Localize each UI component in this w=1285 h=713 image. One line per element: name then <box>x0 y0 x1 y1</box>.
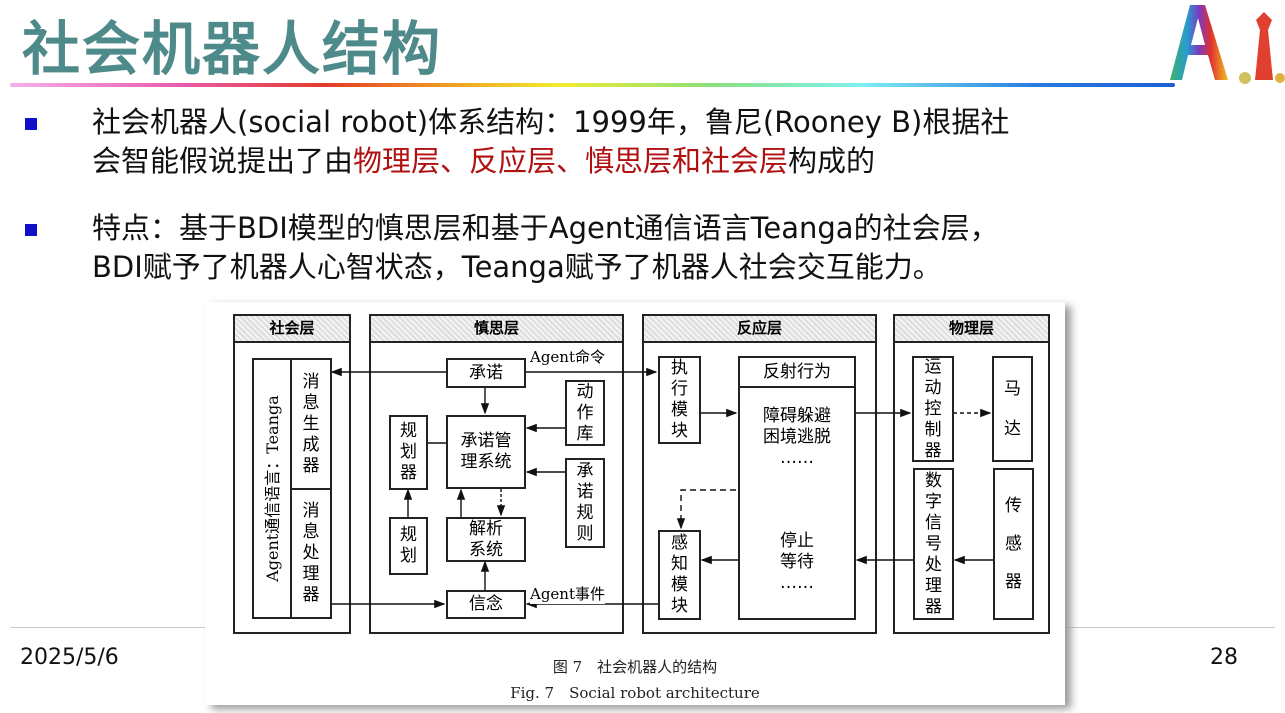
agent-event-label: Agent事件 <box>530 583 606 604</box>
commitment-box: 承诺 <box>446 358 526 388</box>
ai-logo <box>1170 5 1285 84</box>
parser-box: 解析系统 <box>446 517 526 562</box>
sensor-box: 传感器 <box>993 468 1034 620</box>
reflex-behavior-box: 障碍躲避 困境逃脱 …… 停止 等待 …… <box>738 386 856 620</box>
box-label: 承诺规则 <box>576 461 594 544</box>
box-label: 消息生成器 <box>302 371 320 476</box>
box-label: 消息处理器 <box>302 501 320 605</box>
message-generator-box: 消息生成器 <box>290 358 332 490</box>
box-label: 传感器 <box>1005 496 1022 592</box>
commitment-management-box: 承诺管理系统 <box>446 415 526 489</box>
agent-language-label: Agent通信语言：Teanga <box>262 395 282 582</box>
behavior-item: 困境逃脱 <box>763 427 831 447</box>
architecture-figure: 社会层 慎思层 反应层 物理层 <box>205 302 1065 705</box>
behavior-item: 停止 <box>780 531 814 551</box>
box-label: 规划器 <box>400 421 417 483</box>
text: 构成的 <box>788 144 876 178</box>
planner-box: 规划器 <box>389 415 428 490</box>
motion-controller-box: 运动控制器 <box>912 356 954 462</box>
message-processor-box: 消息处理器 <box>290 488 332 619</box>
panel-header: 慎思层 <box>371 316 622 343</box>
perception-module-box: 感知模块 <box>658 530 701 620</box>
box-label: 承诺管理系统 <box>460 431 512 472</box>
box-label: 执行模块 <box>671 358 688 441</box>
behavior-item: 等待 <box>780 552 814 572</box>
slide-date: 2025/5/6 <box>20 645 119 670</box>
ellipsis: …… <box>780 448 814 468</box>
agent-language-box: Agent通信语言：Teanga <box>252 358 292 619</box>
motor-box: 马达 <box>992 356 1033 462</box>
behavior-item: 障碍躲避 <box>763 406 831 426</box>
figure-caption-en: Fig. 7 Social robot architecture <box>510 684 760 702</box>
dsp-box: 数字信号处理器 <box>913 468 954 620</box>
highlight-text: 物理层、反应层、慎思层和社会层 <box>353 144 789 178</box>
reflex-behavior-header: 反射行为 <box>738 356 856 388</box>
bullet-marker <box>25 118 37 130</box>
slide-title: 社会机器人结构 <box>22 15 443 83</box>
plan-box: 规划 <box>389 517 428 575</box>
agent-command-label: Agent命令 <box>530 346 606 367</box>
belief-box: 信念 <box>446 590 526 619</box>
footer-divider <box>1065 627 1275 628</box>
bullet-2-line-1: 特点：基于BDI模型的慎思层和基于Agent通信语言Teanga的社会层， <box>92 211 999 245</box>
text: 会智能假说提出了由 <box>92 144 354 178</box>
box-label: 感知模块 <box>671 533 688 616</box>
execution-module-box: 执行模块 <box>658 356 701 444</box>
box-label: 规划 <box>400 525 417 566</box>
panel-header: 物理层 <box>895 316 1048 343</box>
bullet-marker <box>25 224 37 236</box>
box-label: 解析系统 <box>468 518 503 560</box>
bullet-1-line-2: 会智能假说提出了由物理层、反应层、慎思层和社会层构成的 <box>92 142 875 181</box>
panel-header: 反应层 <box>644 316 875 343</box>
action-library-box: 动作库 <box>565 380 605 446</box>
ellipsis: …… <box>780 573 814 593</box>
box-label: 动作库 <box>576 381 594 444</box>
box-label: 运动控制器 <box>924 356 942 461</box>
rainbow-divider <box>10 83 1175 87</box>
box-label: 马达 <box>1004 379 1021 439</box>
panel-header: 社会层 <box>235 316 349 343</box>
footer-divider <box>10 627 210 628</box>
bullet-2-line-2: BDI赋予了机器人心智状态，Teanga赋予了机器人社会交互能力。 <box>92 250 942 284</box>
commitment-rules-box: 承诺规则 <box>565 458 605 548</box>
bullet-1-line-1: 社会机器人(social robot)体系结构：1999年，鲁尼(Rooney … <box>92 105 1010 139</box>
page-number: 28 <box>1210 645 1238 670</box>
box-label: 数字信号处理器 <box>925 470 942 617</box>
figure-caption-cn: 图 7 社会机器人的结构 <box>552 658 718 676</box>
